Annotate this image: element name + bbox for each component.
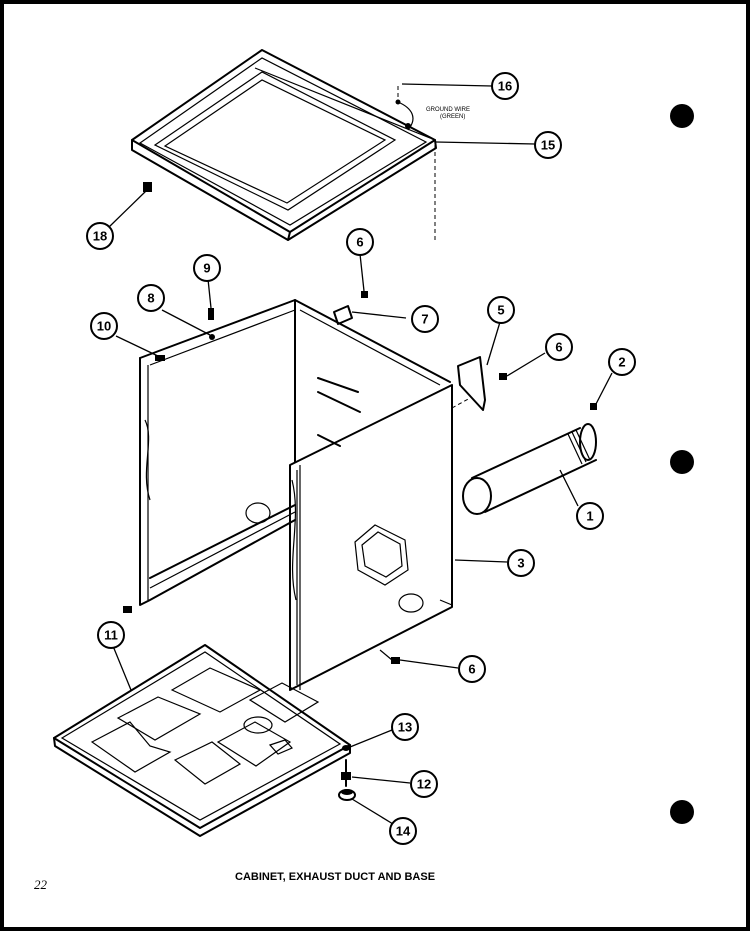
callout-18: 18 xyxy=(86,222,114,250)
svg-text:8: 8 xyxy=(147,291,154,306)
callout-16: 16 xyxy=(491,72,519,100)
callout-14: 14 xyxy=(389,817,417,845)
svg-text:13: 13 xyxy=(398,720,412,735)
callout-5: 5 xyxy=(487,296,515,324)
svg-text:6: 6 xyxy=(468,662,475,677)
clip-7 xyxy=(333,305,407,325)
callout-1: 1 xyxy=(576,502,604,530)
svg-text:6: 6 xyxy=(356,235,363,250)
ground-wire-color: (GREEN) xyxy=(440,114,465,120)
page-number: 22 xyxy=(34,877,48,892)
binder-hole xyxy=(670,104,694,128)
svg-text:12: 12 xyxy=(417,777,431,792)
callout-12: 12 xyxy=(410,770,438,798)
svg-text:18: 18 xyxy=(93,229,107,244)
svg-text:7: 7 xyxy=(421,312,428,327)
svg-text:5: 5 xyxy=(497,303,504,318)
callout-9: 9 xyxy=(193,254,221,282)
callout-7: 7 xyxy=(411,305,439,333)
svg-text:16: 16 xyxy=(498,79,512,94)
cabinet-base xyxy=(53,644,351,837)
svg-text:14: 14 xyxy=(396,824,411,839)
svg-text:15: 15 xyxy=(541,138,555,153)
callout-2: 2 xyxy=(608,348,636,376)
svg-text:2: 2 xyxy=(618,355,625,370)
figure-caption: CABINET, EXHAUST DUCT AND BASE xyxy=(235,871,435,883)
svg-text:1: 1 xyxy=(586,509,593,524)
svg-text:9: 9 xyxy=(203,261,210,276)
svg-text:3: 3 xyxy=(517,556,524,571)
svg-text:11: 11 xyxy=(104,628,118,643)
binder-hole xyxy=(670,450,694,474)
cabinet xyxy=(123,299,453,691)
leveling-hardware xyxy=(338,729,411,825)
svg-text:6: 6 xyxy=(555,340,562,355)
plate-5 xyxy=(451,321,501,411)
binder-hole xyxy=(670,800,694,824)
callout-6-top: 6 xyxy=(346,228,374,256)
callout-11: 11 xyxy=(97,621,125,649)
ground-wire-label: GROUND WIRE xyxy=(426,107,470,113)
screw-18 xyxy=(107,182,152,229)
cabinet-top xyxy=(131,49,437,241)
svg-text:10: 10 xyxy=(97,319,111,334)
callout-13: 13 xyxy=(391,713,419,741)
callout-6-bottom: 6 xyxy=(458,655,486,683)
callout-8: 8 xyxy=(137,284,165,312)
exhaust-duct xyxy=(462,423,597,515)
callout-10: 10 xyxy=(90,312,118,340)
callout-15: 15 xyxy=(534,131,562,159)
callout-3: 3 xyxy=(507,549,535,577)
screw-9 xyxy=(207,278,214,320)
callout-6-plate: 6 xyxy=(545,333,573,361)
